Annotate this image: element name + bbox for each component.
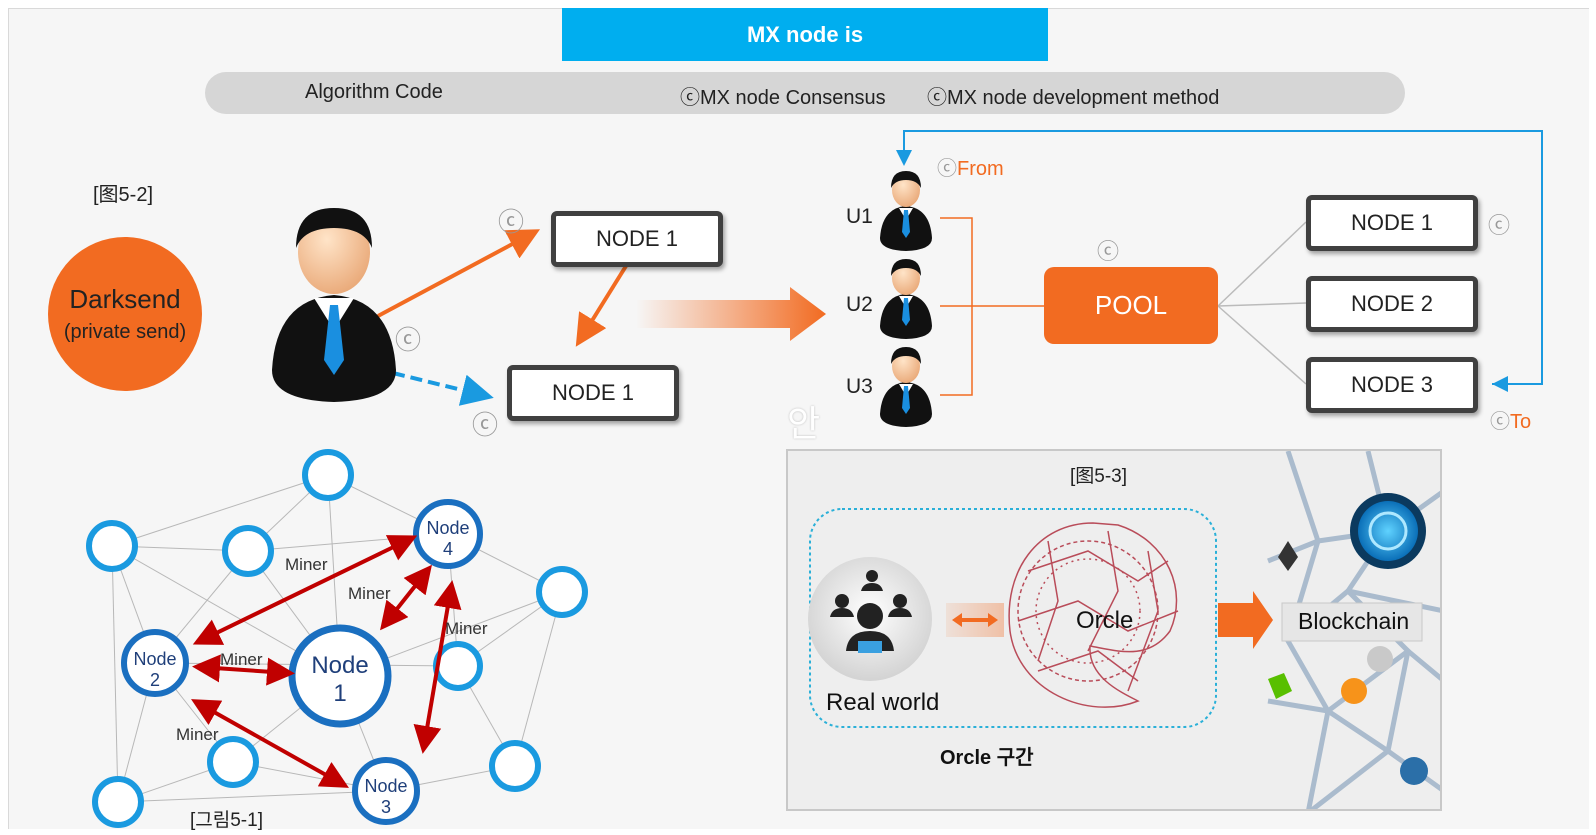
user-label-u2: U2: [846, 293, 873, 316]
person-icon-u3: [880, 347, 932, 427]
miner-label: Miner: [348, 584, 391, 603]
darksend-title: Darksend: [69, 284, 181, 314]
consensus-label: ⓒMX node Consensus: [680, 87, 886, 109]
blockchain-label-bg: [1281, 602, 1423, 642]
pool-node-2: NODE 2: [1306, 276, 1478, 332]
miner-label: Miner: [445, 619, 488, 638]
fig52-node-bottom: NODE 1: [507, 365, 679, 421]
big-transition-arrow: [636, 287, 826, 341]
litecoin-icon: [1367, 646, 1393, 672]
crypto-coin-icon: [1350, 493, 1426, 569]
oracle-sphere: [1008, 522, 1179, 708]
copyright-mark: ⓒ: [1097, 239, 1120, 264]
page-title: MX node is: [562, 8, 1048, 61]
to-label: ⓒTo: [1490, 411, 1532, 433]
blockchain-label: Blockchain: [1298, 608, 1410, 634]
real-world-label: Real world: [826, 689, 940, 716]
copyright-mark: ⓒ: [395, 325, 422, 355]
miner-label: Miner: [285, 555, 328, 574]
stray-korean-char: 안: [787, 403, 821, 444]
copyright-mark: ⓒ: [1488, 213, 1511, 238]
copyright-mark: ⓒ: [498, 207, 525, 237]
miner-arrows: [191, 535, 462, 788]
copyright-mark: ⓒ: [472, 410, 499, 440]
person-icon-u2: [880, 259, 932, 339]
person-icon-large: [272, 208, 396, 402]
pool-node-1: NODE 1: [1306, 195, 1478, 251]
algorithm-code-label: Algorithm Code: [305, 81, 443, 103]
person-icon-u1: [880, 171, 932, 251]
ethereum-icon: [1278, 541, 1298, 571]
orcle-section-label: Orcle 구간: [940, 747, 1034, 769]
arrow-to-node-top: [377, 229, 541, 318]
fig51-caption: [그림5-1]: [190, 810, 263, 831]
pool-box: POOL: [1044, 267, 1218, 344]
fig52-label: [图5-2]: [93, 184, 154, 206]
user-label-u1: U1: [846, 205, 873, 228]
subtitle-bar: Algorithm Code ⓒMX node Consensus ⓒMX no…: [205, 72, 1405, 114]
user-label-u3: U3: [846, 375, 873, 398]
neo-icon: [1268, 673, 1292, 699]
bitcoin-icon: [1341, 678, 1367, 704]
orcle-region: [809, 508, 1217, 728]
to-blockchain-arrow: [1218, 591, 1273, 649]
nem-icon: [1400, 757, 1428, 785]
oracle-graphics: [808, 451, 1440, 809]
darksend-circle: Darksend (private send): [48, 237, 202, 391]
development-method-label: ⓒMX node development method: [927, 87, 1220, 109]
orcle-label: Orcle: [1076, 607, 1134, 634]
miner-label: Miner: [176, 725, 219, 744]
oracle-panel: [图5-3] Real world Orcle Blockchain Orcle…: [786, 449, 1442, 811]
from-label: ⓒFrom: [937, 158, 1004, 180]
pool-node-3: NODE 3: [1306, 357, 1478, 413]
arrow-dashed-to-node-bottom: [392, 371, 494, 406]
people-icon: [830, 570, 912, 653]
fig53-label: [图5-3]: [1070, 466, 1128, 487]
darksend-subtitle: (private send): [63, 321, 187, 343]
miner-label: Miner: [220, 650, 263, 669]
fig52-node-top: NODE 1: [551, 211, 723, 267]
arrow-node-top-to-bottom: [575, 264, 628, 347]
return-line: [896, 130, 1543, 385]
